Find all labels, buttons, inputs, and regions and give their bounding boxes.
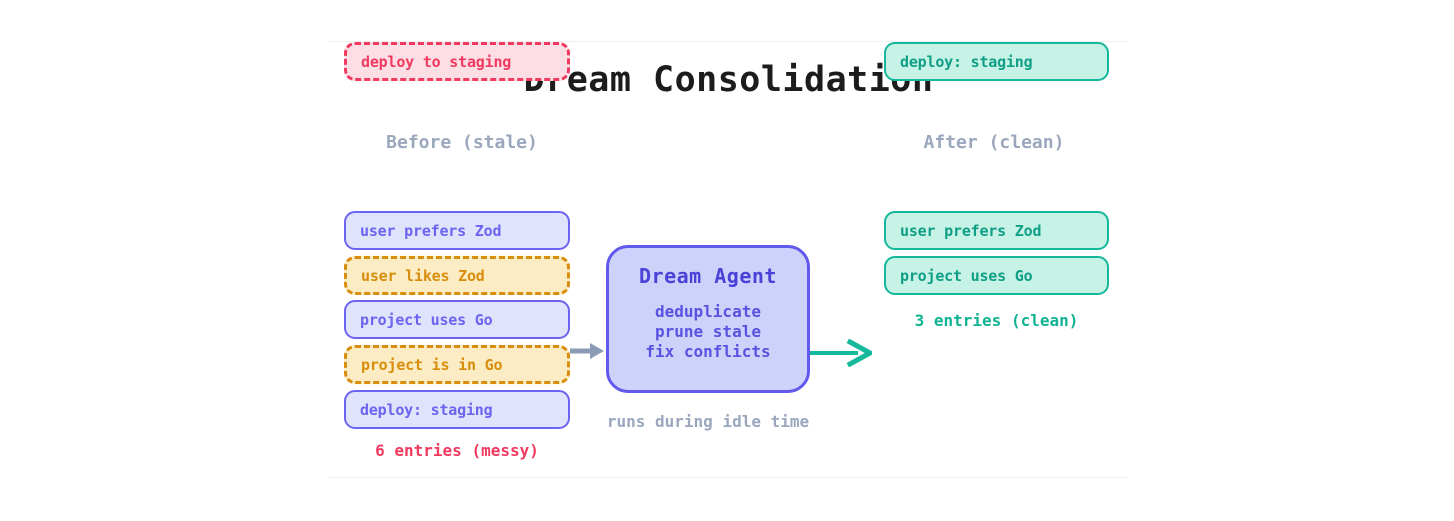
dream-agent-title: Dream Agent xyxy=(639,264,777,288)
diagram-panel: Dream Consolidation Before (stale) user … xyxy=(329,41,1128,478)
memory-entry-before-2[interactable]: user likes Zod xyxy=(344,256,570,295)
page-title: Dream Consolidation xyxy=(523,60,934,100)
memory-entry-after-2[interactable]: project uses Go xyxy=(884,256,1109,295)
memory-entry-after-3[interactable]: deploy: staging xyxy=(884,42,1109,81)
memory-entry-after-1[interactable]: user prefers Zod xyxy=(884,211,1109,250)
memory-entry-before-6[interactable]: deploy to staging xyxy=(344,42,570,81)
dream-agent-actions: deduplicate prune stale fix conflicts xyxy=(645,302,770,362)
dream-agent-caption: runs during idle time xyxy=(606,412,810,431)
memory-entry-before-3[interactable]: project uses Go xyxy=(344,300,570,339)
dream-agent-box[interactable]: Dream Agent deduplicate prune stale fix … xyxy=(606,245,810,393)
dream-agent-action-3: fix conflicts xyxy=(645,342,771,361)
memory-entry-before-5[interactable]: deploy: staging xyxy=(344,390,570,429)
memory-entry-before-4[interactable]: project is in Go xyxy=(344,345,570,384)
memory-entry-before-1[interactable]: user prefers Zod xyxy=(344,211,570,250)
before-entry-count: 6 entries (messy) xyxy=(375,441,539,460)
dream-agent-action-2: prune stale xyxy=(655,322,761,341)
before-column-header: Before (stale) xyxy=(386,132,538,153)
output-arrow xyxy=(810,339,872,367)
after-entry-count: 3 entries (clean) xyxy=(914,311,1079,330)
dream-agent-action-1: deduplicate xyxy=(655,302,761,321)
after-column-header: After (clean) xyxy=(923,132,1065,153)
input-arrow xyxy=(570,343,604,359)
